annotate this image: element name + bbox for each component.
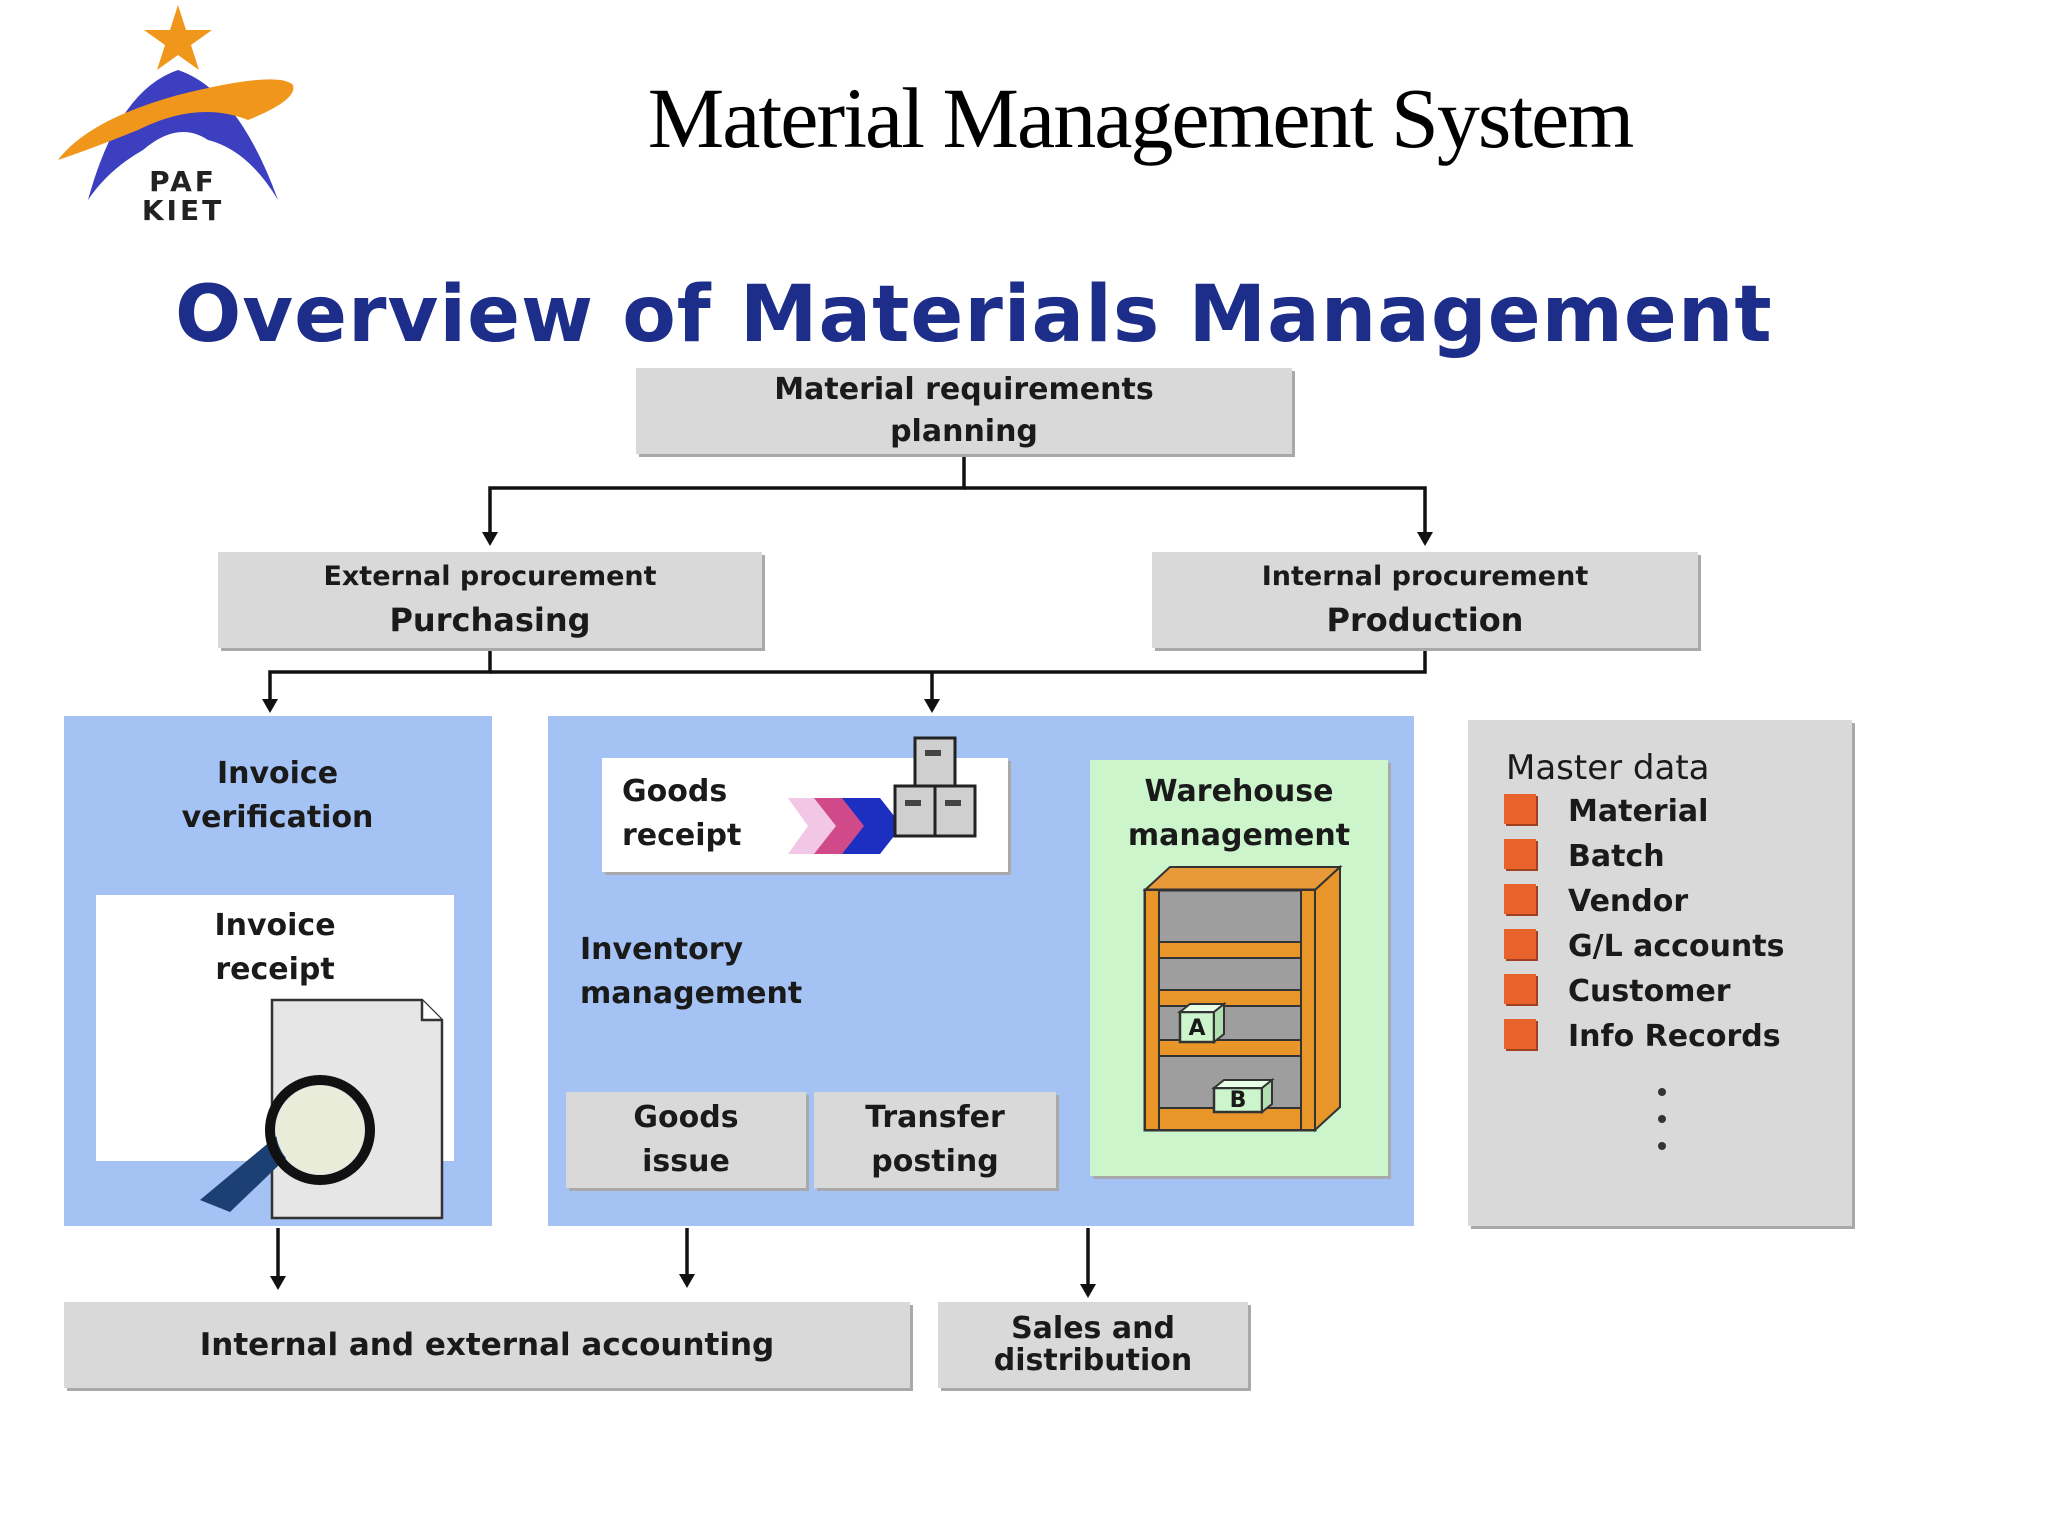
mrp-box: Material requirements planning	[636, 368, 1292, 454]
master-data-item: Batch	[1568, 839, 1665, 874]
invoice-receipt-line2: receipt	[215, 952, 335, 987]
invoice-verification-line2: verification	[181, 800, 374, 835]
invoice-verification-line1: Invoice	[216, 756, 339, 791]
production-label: Production	[1326, 601, 1524, 639]
star-icon	[144, 5, 212, 70]
sales-line2: distribution	[993, 1343, 1193, 1378]
bullet-icon	[1504, 839, 1536, 869]
goods-issue-box: Goods issue	[566, 1092, 806, 1188]
logo: PAF KIET	[48, 0, 308, 230]
goods-issue-line2: issue	[642, 1144, 730, 1179]
list-item: Material	[1500, 790, 1840, 836]
mrp-line1: Material requirements	[774, 372, 1154, 407]
master-data-item: Vendor	[1568, 884, 1689, 919]
magnifier-handle	[200, 1125, 305, 1212]
ellipsis-icon	[1658, 1088, 1666, 1150]
master-data-item: Customer	[1568, 974, 1731, 1009]
external-procurement-box: External procurement Purchasing	[218, 552, 762, 648]
external-procurement-label: External procurement	[323, 561, 657, 592]
bullet-icon	[1504, 1019, 1536, 1049]
transfer-posting-line2: posting	[871, 1144, 999, 1179]
warehouse-shelf-icon	[1142, 864, 1343, 1133]
invoice-receipt-line1: Invoice	[214, 908, 336, 943]
box-a-label: A	[1188, 1016, 1206, 1041]
transfer-posting-box: Transfer posting	[814, 1092, 1056, 1188]
inventory-management-line1: Inventory	[580, 932, 744, 967]
page-title: Material Management System	[647, 70, 1635, 166]
purchasing-label: Purchasing	[389, 601, 591, 639]
sales-distribution-box: Sales and distribution	[938, 1302, 1248, 1388]
master-data-item: Material	[1568, 794, 1709, 829]
logo-text-kiet: KIET	[141, 194, 225, 227]
list-item: Batch	[1500, 835, 1840, 881]
internal-procurement-box: Internal procurement Production	[1152, 552, 1698, 648]
master-data-item: G/L accounts	[1568, 929, 1785, 964]
list-item: Customer	[1500, 970, 1840, 1016]
sales-line1: Sales and	[1011, 1311, 1175, 1346]
bullet-icon	[1504, 929, 1536, 959]
logo-text-paf: PAF	[149, 165, 217, 198]
goods-receipt-line2: receipt	[622, 818, 742, 853]
internal-procurement-label: Internal procurement	[1261, 561, 1589, 592]
warehouse-management-label: Warehouse management	[1100, 770, 1378, 858]
overview-heading: Overview of Materials Management	[175, 270, 1773, 360]
master-data-item: Info Records	[1568, 1019, 1781, 1054]
master-data-title: Master data	[1506, 748, 1710, 788]
goods-receipt-label: Goods receipt	[622, 770, 752, 858]
logo-emblem	[58, 5, 294, 200]
goods-receipt-line1: Goods	[622, 774, 728, 809]
magnifier-document-icon	[200, 998, 444, 1220]
warehouse-management-line1: Warehouse	[1144, 774, 1334, 809]
box-b-label: B	[1229, 1088, 1247, 1113]
accounting-box: Internal and external accounting	[64, 1302, 910, 1388]
goods-receipt-icon	[788, 736, 977, 854]
bullet-icon	[1504, 974, 1536, 1004]
transfer-posting-line1: Transfer	[865, 1100, 1005, 1135]
accounting-label: Internal and external accounting	[199, 1327, 775, 1363]
list-item: Info Records	[1500, 1015, 1840, 1061]
list-item: G/L accounts	[1500, 925, 1840, 971]
list-item: Vendor	[1500, 880, 1840, 926]
bullet-icon	[1504, 884, 1536, 914]
bullet-icon	[1504, 794, 1536, 824]
warehouse-management-line2: management	[1127, 818, 1351, 853]
invoice-verification-label: Invoice verification	[110, 752, 445, 840]
inventory-management-line2: management	[580, 976, 803, 1011]
mrp-line2: planning	[890, 414, 1038, 449]
goods-issue-line1: Goods	[633, 1100, 739, 1135]
invoice-receipt-label: Invoice receipt	[190, 904, 360, 992]
inventory-management-label: Inventory management	[580, 928, 880, 1016]
